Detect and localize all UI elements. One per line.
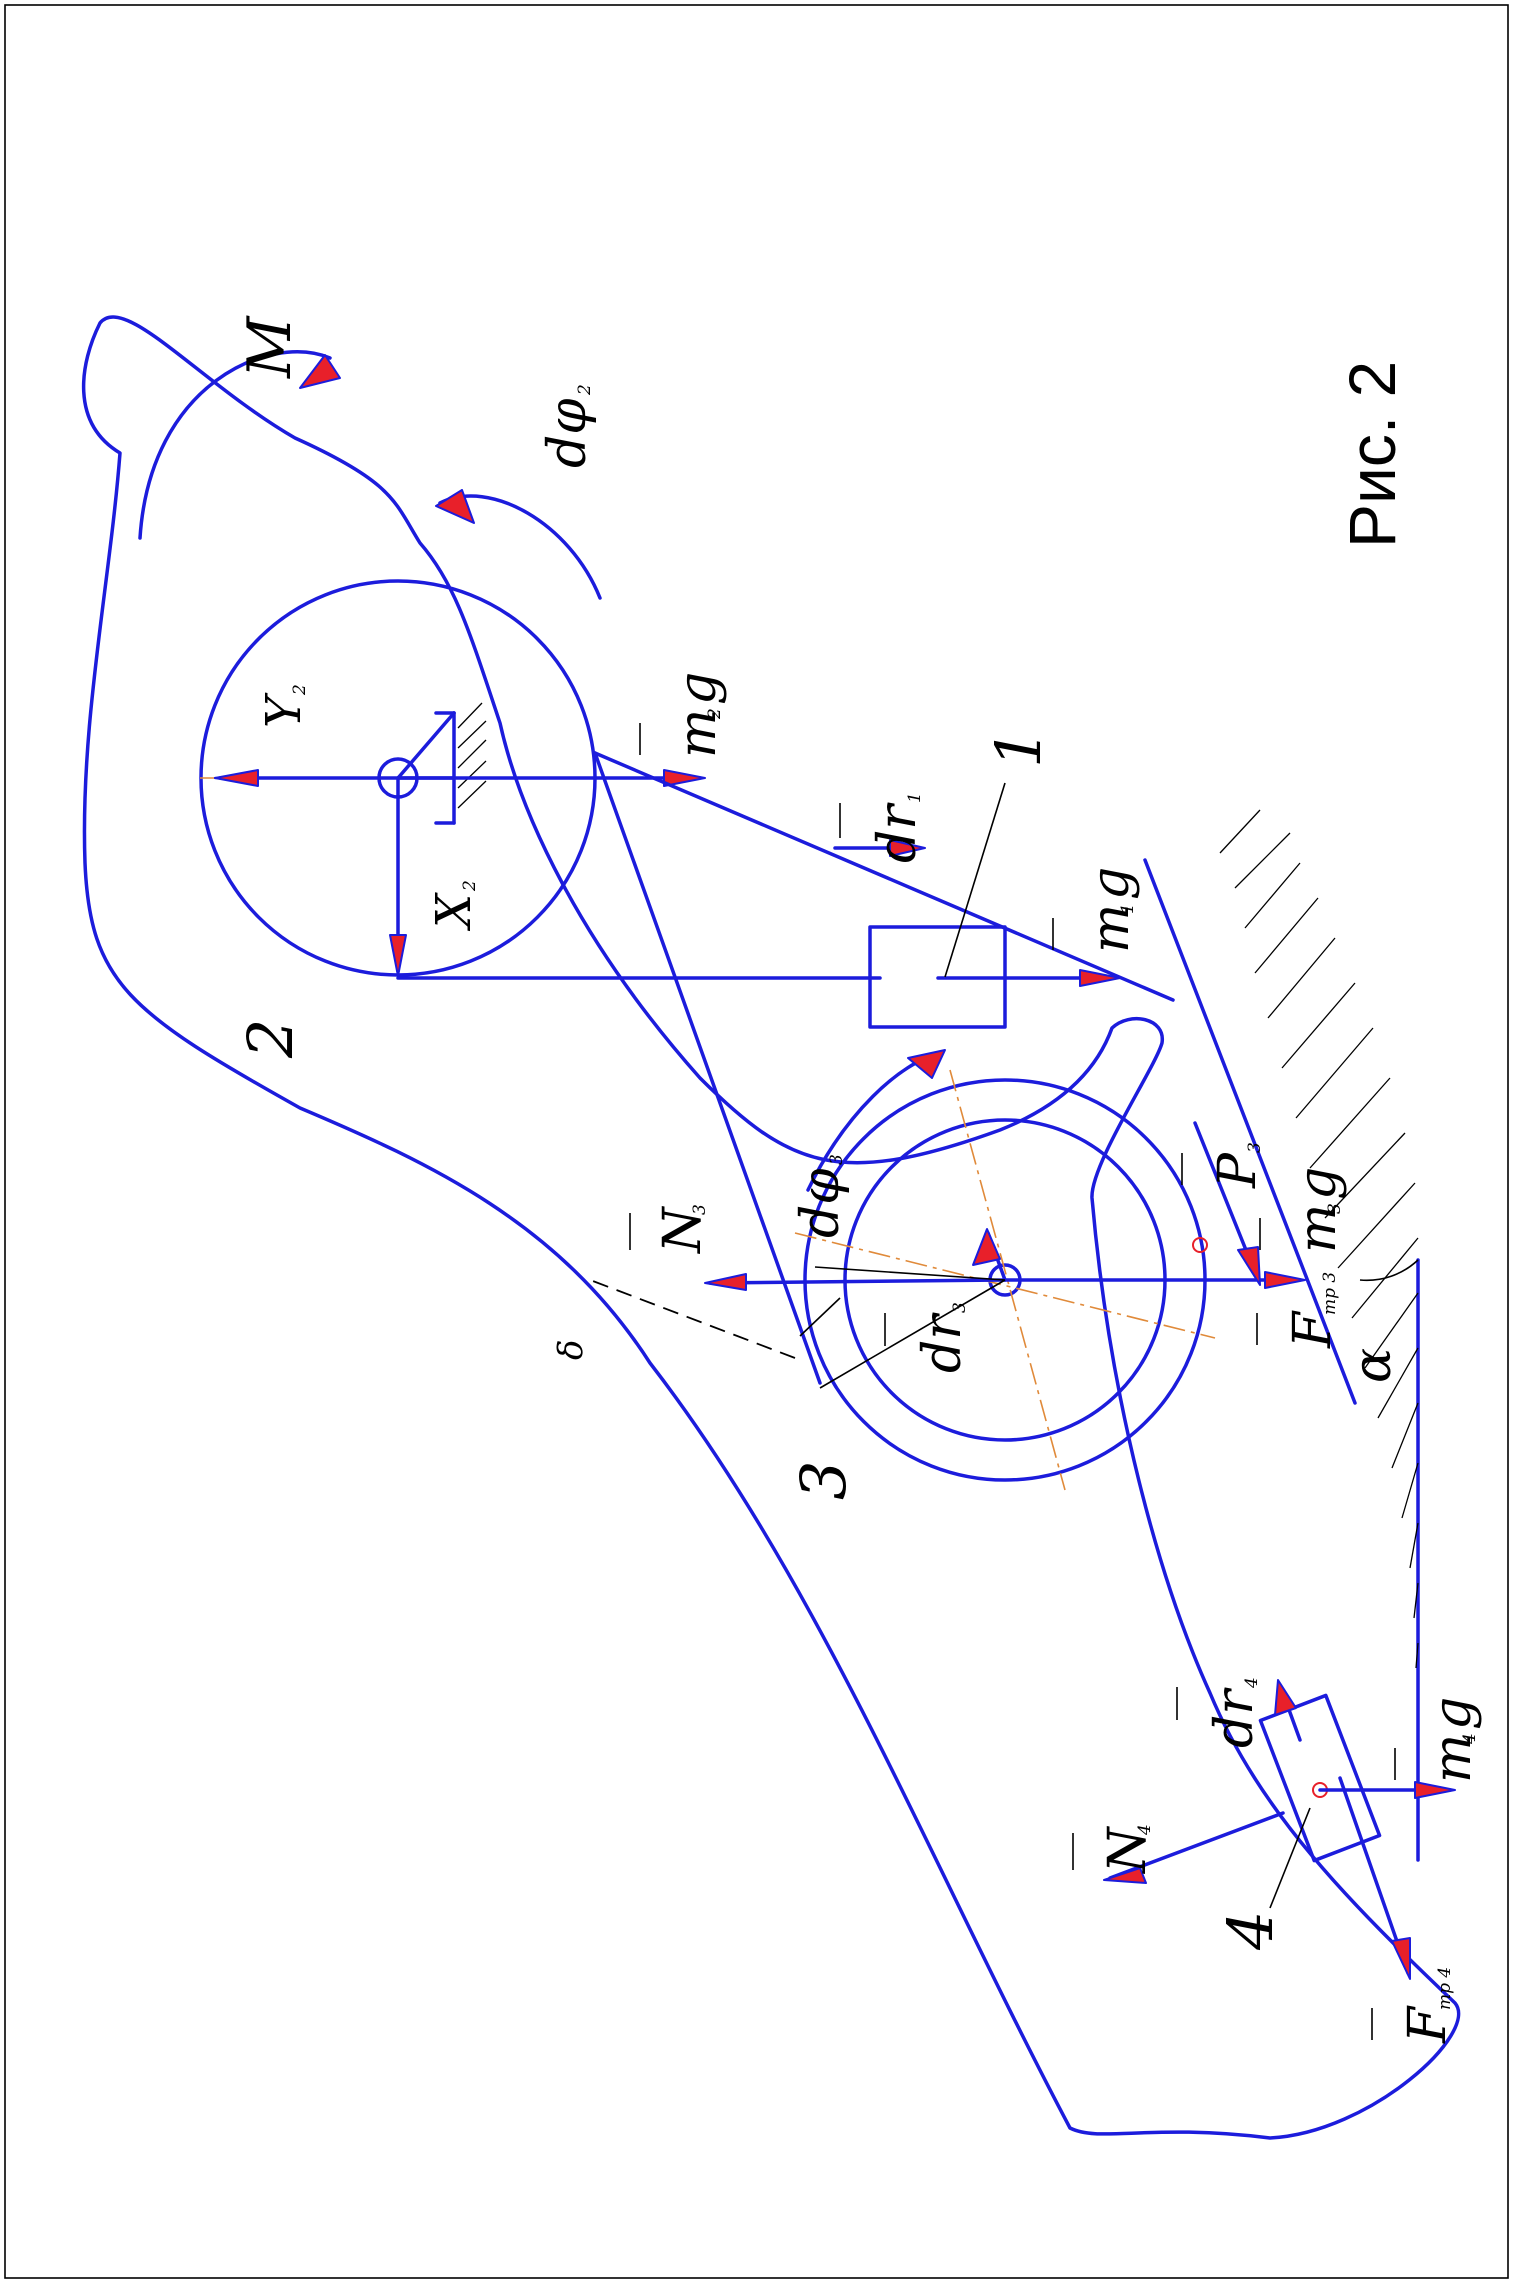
svg-text:dr: dr (868, 802, 928, 863)
X2-force-arrow (389, 776, 407, 977)
dphi3-arrowhead (907, 1049, 946, 1079)
svg-text:N: N (653, 1206, 713, 1255)
svg-text:g: g (1423, 1697, 1483, 1730)
dr1-label: dr 1 (868, 792, 928, 863)
svg-text:m: m (1423, 1734, 1483, 1783)
svg-text:2: 2 (705, 708, 725, 720)
dphi2-label: dφ 2 (538, 384, 598, 468)
Ftr3-force-arrow (1193, 1121, 1261, 1286)
dr1-arrow (833, 839, 926, 857)
body-label-4: 4 (1214, 1911, 1287, 1951)
system-boundary (81, 315, 1461, 2140)
svg-text:2: 2 (575, 384, 595, 396)
body-label-2: 2 (234, 1019, 307, 1059)
Y2-label: Y 2 (256, 684, 312, 728)
delta-dimension-line (584, 1277, 796, 1359)
svg-text:dr: dr (1205, 1687, 1265, 1748)
inclined-plane-surface (1143, 858, 1357, 1405)
vector-overbars (629, 723, 1396, 2040)
svg-text:2: 2 (290, 684, 310, 696)
svg-text:m: m (1288, 1204, 1348, 1253)
svg-text:dr: dr (913, 1312, 973, 1373)
m4g-force-arrow (1318, 1781, 1456, 1799)
svg-text:3: 3 (950, 1302, 970, 1313)
svg-text:N: N (1098, 1826, 1158, 1875)
delta-extension-line (814, 1266, 1006, 1281)
X2-label: X 2 (426, 880, 482, 932)
svg-text:3: 3 (1245, 1142, 1265, 1153)
svg-text:X: X (426, 892, 482, 932)
alpha-label: α (1343, 1348, 1403, 1383)
svg-text:F: F (1398, 2005, 1458, 2044)
svg-text:Y: Y (256, 692, 312, 728)
N4-force-arrow (1103, 1811, 1285, 1884)
svg-text:dφ: dφ (791, 1168, 851, 1238)
Ftr3-label: F тр 3 (1283, 1272, 1343, 1349)
body-1-leader (944, 782, 1006, 978)
moment-label: M (235, 315, 305, 379)
svg-text:1: 1 (905, 792, 925, 803)
Ftr4-force-arrow (1338, 1776, 1411, 1980)
moment-M-arrowhead (299, 354, 341, 389)
body-4-leader (1269, 1807, 1311, 1909)
body-label-1: 1 (982, 729, 1055, 768)
pulley-2-support (396, 702, 487, 825)
page-frame (4, 4, 1509, 2279)
body-3-leader (819, 1279, 1006, 1389)
svg-text:тр 4: тр 4 (1435, 1967, 1455, 2010)
m3g-label: m 3 g (1288, 1167, 1348, 1253)
svg-text:3: 3 (827, 1154, 847, 1165)
figure-caption: Рис. 2 (1335, 361, 1409, 548)
dr3-label: dr 3 (913, 1302, 973, 1373)
N3-label: N 3 (653, 1204, 713, 1255)
m2g-label: m 2 g (668, 672, 728, 758)
dr4-label: dr 4 (1205, 1677, 1265, 1748)
dphi3-label: dφ 3 (791, 1154, 851, 1238)
rotated-scene: Рис. 2 (81, 315, 1483, 2140)
svg-text:dφ: dφ (538, 398, 598, 468)
P3-label: P 3 (1208, 1142, 1268, 1189)
svg-text:4: 4 (1135, 1824, 1155, 1836)
P3-point (1192, 1237, 1208, 1253)
rope-lower-guide (593, 751, 1175, 1002)
svg-text:P: P (1208, 1152, 1268, 1189)
svg-text:g: g (1081, 867, 1141, 900)
svg-text:3: 3 (690, 1204, 710, 1215)
m3g-force-arrow (1003, 1271, 1306, 1289)
Ftr4-label: F тр 4 (1398, 1967, 1458, 2044)
pulley-3-centerline-b (794, 1232, 1216, 1339)
m2g-force-arrow (396, 769, 706, 787)
Y2-force-arrow (214, 769, 400, 787)
svg-text:4: 4 (1460, 1733, 1480, 1745)
incline-hatching (1219, 809, 1419, 1669)
svg-text:2: 2 (460, 880, 480, 892)
pulley-3-centerline-a (949, 1069, 1066, 1491)
N4-label: N 4 (1098, 1824, 1158, 1875)
svg-text:тр 3: тр 3 (1320, 1272, 1340, 1315)
svg-text:F: F (1283, 1310, 1343, 1349)
delta-label: δ (551, 1340, 591, 1360)
dr3-arrow (972, 1228, 1007, 1282)
svg-text:m: m (668, 709, 728, 758)
m1g-force-arrow (936, 969, 1121, 987)
svg-text:g: g (1288, 1167, 1348, 1200)
delta-arrow (799, 1297, 841, 1337)
alpha-angle-arc (1359, 1259, 1419, 1282)
m4g-label: m 4 g (1423, 1697, 1483, 1783)
svg-text:g: g (668, 672, 728, 705)
rope-to-block-3 (593, 751, 822, 1385)
moment-M-arrow (138, 350, 332, 540)
svg-text:m: m (1081, 904, 1141, 953)
dphi2-arrowhead (435, 489, 475, 524)
N3-force-arrow (704, 1273, 1007, 1291)
svg-text:1: 1 (1118, 903, 1138, 914)
svg-text:3: 3 (1325, 1203, 1345, 1214)
m1g-label: m 1 g (1081, 867, 1141, 953)
svg-text:4: 4 (1242, 1677, 1262, 1689)
dr4-arrow (1274, 1679, 1302, 1742)
body-label-3: 3 (787, 1461, 860, 1500)
